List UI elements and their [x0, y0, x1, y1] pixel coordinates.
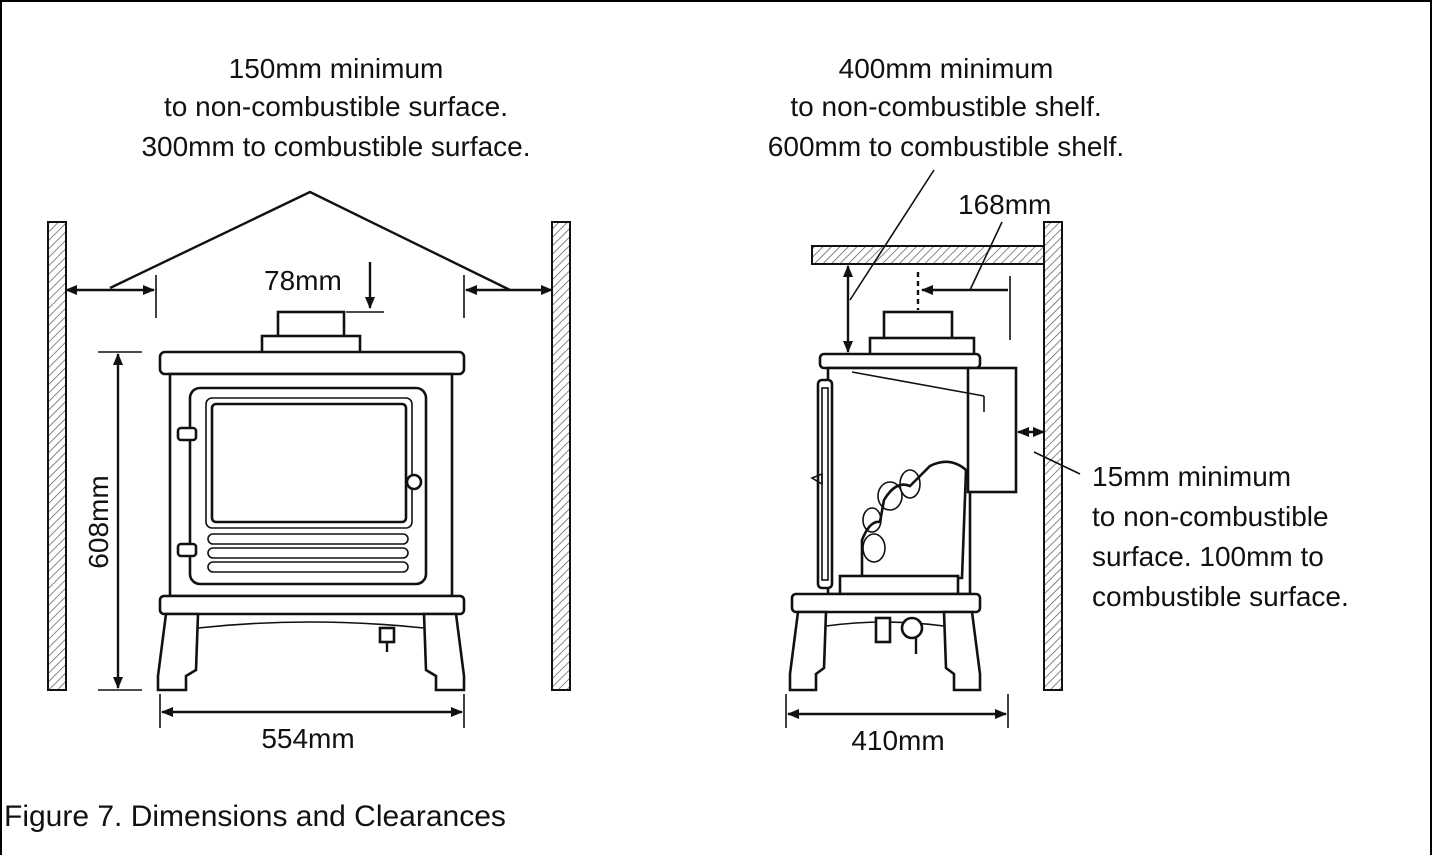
front-note-line-1: 150mm minimum	[229, 53, 444, 84]
stove-base-plate	[158, 594, 466, 616]
front-view	[47, 190, 571, 728]
height-label: 608mm	[83, 475, 114, 568]
hinge-lower	[176, 542, 198, 558]
door-glass-frame	[205, 397, 413, 529]
coal-3	[862, 507, 882, 533]
side-door-edge	[816, 378, 834, 590]
door-glass	[210, 402, 408, 524]
side-note-line-1: 400mm minimum	[839, 53, 1054, 84]
front-note-line-2: to non-combustible surface.	[164, 91, 508, 122]
flue-offset-label: 78mm	[264, 265, 342, 296]
hinge-upper	[176, 426, 198, 442]
left-wall	[47, 221, 67, 691]
gas-valve	[378, 626, 396, 644]
side-top-note: 400mm minimum to non-combustible shelf. …	[768, 53, 1124, 162]
air-slot-2	[207, 547, 409, 559]
flue-to-shelf-label: 168mm	[958, 189, 1051, 220]
air-slot-1	[207, 533, 409, 545]
side-flue-collar	[882, 310, 954, 342]
shelf-note-leader	[849, 169, 935, 301]
flue-collar	[276, 310, 346, 340]
depth-label: 410mm	[851, 725, 944, 756]
air-slot-3	[207, 561, 409, 573]
base-apron	[197, 621, 425, 629]
shelf	[811, 245, 1045, 265]
rear-note-line-3: surface. 100mm to	[1092, 541, 1324, 572]
side-gas-valve	[900, 616, 924, 640]
rear-note: 15mm minimum to non-combustible surface.…	[1092, 461, 1349, 612]
clearance-pointer-lines	[109, 190, 511, 292]
side-gas-fitting	[874, 616, 892, 644]
fuel-tray	[838, 574, 960, 596]
side-view	[785, 169, 1081, 728]
rear-flue-box	[966, 366, 1018, 494]
coal-2	[899, 469, 921, 499]
baffle	[851, 371, 985, 397]
flue-to-shelf-leader	[969, 221, 1003, 291]
side-note-line-3: 600mm to combustible shelf.	[768, 131, 1124, 162]
coal-1	[877, 481, 903, 511]
width-label: 554mm	[261, 723, 354, 754]
left-leg	[156, 612, 200, 692]
right-leg	[422, 612, 466, 692]
figure-caption: Figure 7. Dimensions and Clearances	[4, 800, 506, 833]
side-front-leg	[788, 610, 828, 692]
right-wall	[551, 221, 571, 691]
rear-wall	[1043, 221, 1063, 691]
rear-note-line-1: 15mm minimum	[1092, 461, 1291, 492]
side-note-line-2: to non-combustible shelf.	[790, 91, 1101, 122]
side-top-plate	[818, 352, 982, 370]
side-base-plate	[790, 592, 982, 614]
rear-note-leader	[1033, 451, 1081, 475]
stove-top-plate	[158, 350, 466, 376]
rear-note-line-4: combustible surface.	[1092, 581, 1349, 612]
coal-4	[862, 533, 886, 563]
front-top-note: 150mm minimum to non-combustible surface…	[141, 53, 530, 162]
door-handle	[405, 473, 423, 491]
side-handle	[810, 472, 823, 486]
side-rear-leg	[942, 610, 982, 692]
front-note-line-3: 300mm to combustible surface.	[141, 131, 530, 162]
rear-note-line-2: to non-combustible	[1092, 501, 1329, 532]
